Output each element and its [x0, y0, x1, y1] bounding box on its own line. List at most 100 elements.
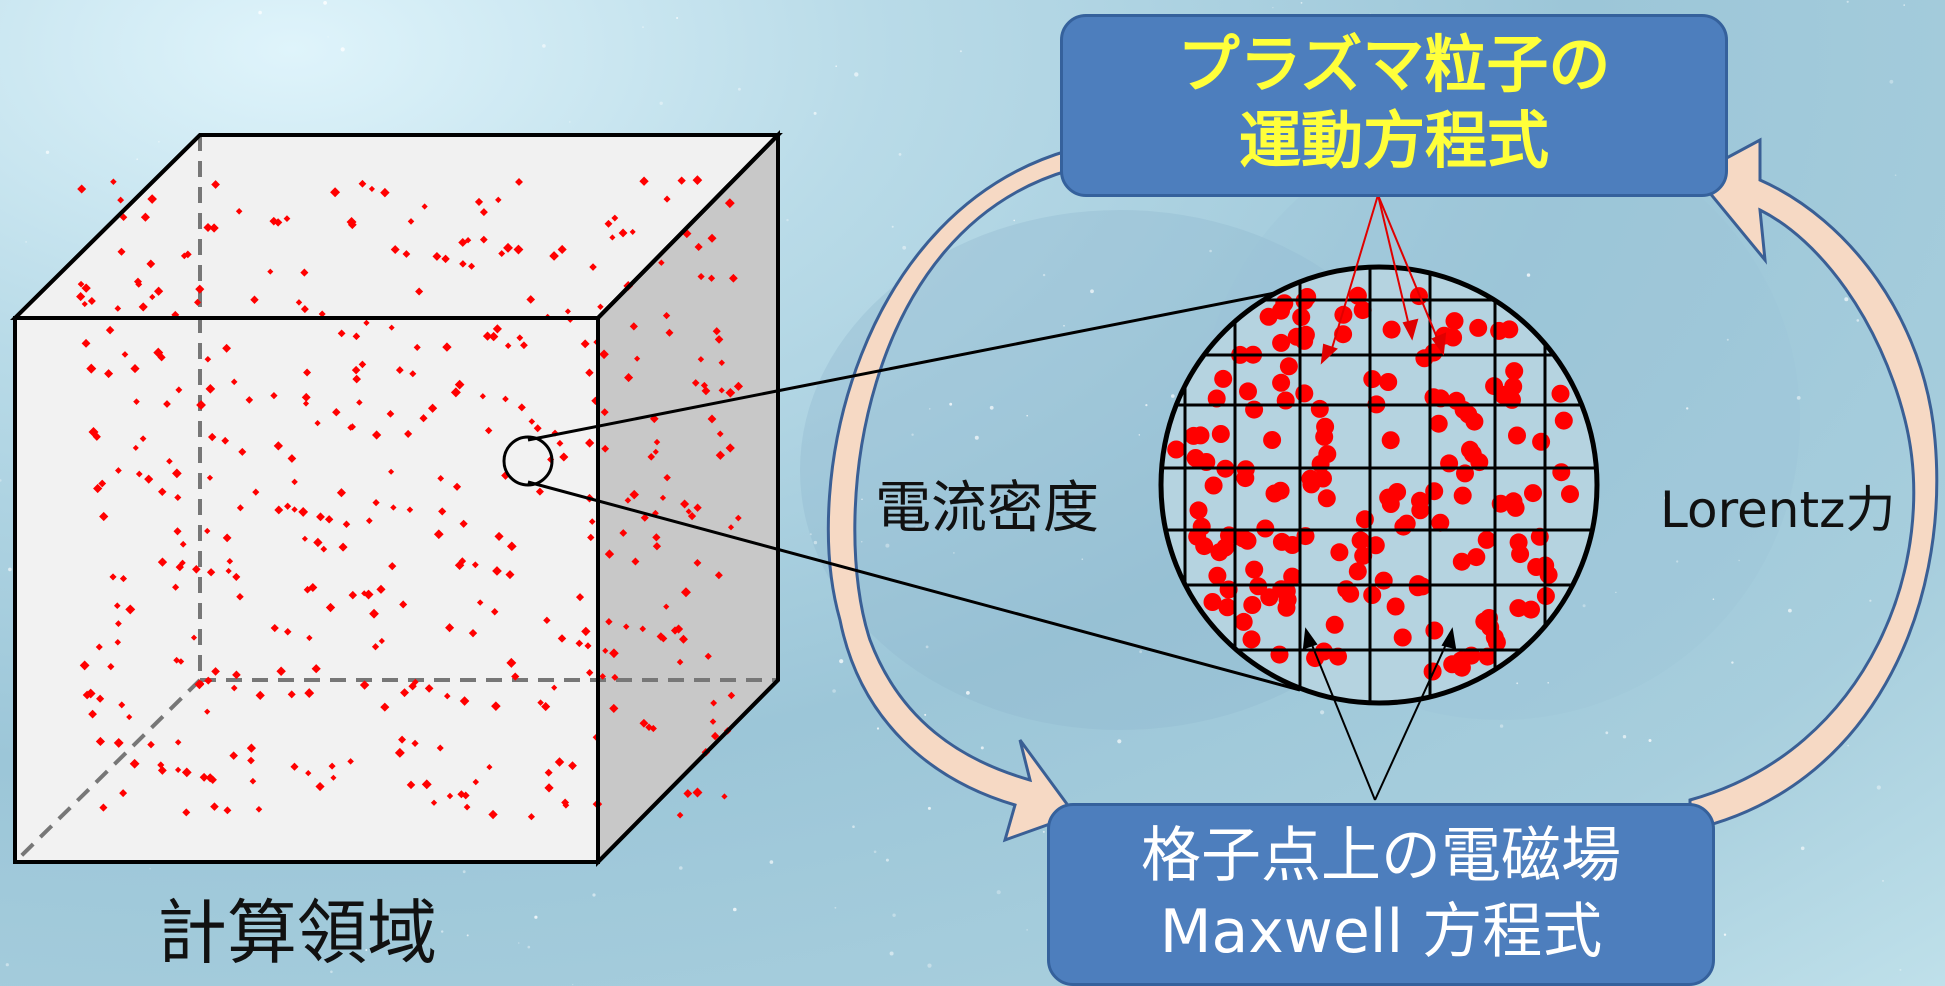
cube-particle [601, 444, 610, 453]
cube-particle [503, 242, 513, 253]
cube-particle [605, 618, 613, 626]
cube-particle [139, 435, 147, 442]
cube-particle [663, 473, 671, 482]
grid-particle [1490, 321, 1509, 340]
cube-particle [157, 766, 167, 775]
cube-particle [459, 260, 467, 268]
cube-particle [133, 398, 140, 405]
cube-particle [236, 504, 244, 512]
grid-particle [1505, 362, 1524, 381]
cube-particle [232, 670, 241, 680]
star [1800, 846, 1805, 851]
grid-particle [1461, 440, 1479, 459]
star [861, 498, 863, 500]
cube-particle [609, 648, 619, 659]
cube-particle [173, 656, 180, 664]
cube-particle [428, 403, 438, 413]
cube-particle [179, 540, 187, 548]
star [1882, 879, 1884, 882]
cube-particle [692, 175, 703, 185]
cube-particle [438, 507, 447, 516]
zoom-circle-border [1158, 264, 1600, 706]
grid-particle [1276, 391, 1295, 410]
cube-particle [676, 658, 684, 666]
cube-particle [488, 809, 498, 820]
grid-particle [1195, 537, 1214, 556]
cube-particle [687, 512, 697, 521]
cube-particle [109, 573, 117, 581]
star [885, 543, 890, 548]
zoom-source-circle [502, 435, 554, 487]
cube-particle [380, 187, 390, 198]
cube-particle [222, 533, 232, 543]
cube-particle [328, 762, 336, 770]
cube-particle [356, 399, 363, 406]
cube-particle [505, 570, 515, 580]
cube-particle [476, 599, 484, 606]
star [1846, 0, 1849, 3]
star [885, 858, 889, 862]
cube-particle [588, 518, 596, 525]
grid-particle [1431, 513, 1450, 532]
cube-particle [173, 527, 182, 536]
computational-domain-label: 計算領域 [157, 892, 437, 974]
cube-particle [394, 747, 405, 758]
cube-particle [291, 506, 298, 513]
grid-particle [1295, 384, 1314, 403]
cube-particle [144, 474, 154, 484]
star [989, 405, 994, 410]
cube-particle [93, 483, 103, 494]
cube-particle [411, 739, 419, 747]
cube-particle [192, 565, 201, 574]
cube-particle [388, 324, 395, 331]
cube-particle [175, 562, 184, 572]
star [572, 984, 574, 986]
cube-particle [180, 252, 188, 260]
cube-particle [619, 529, 628, 537]
cube-particle [342, 520, 351, 528]
field-equation-title-line1: 格子点上の電磁場 [1141, 821, 1621, 891]
cube-particle [629, 228, 636, 235]
cube-particle [115, 467, 122, 474]
grid-particle [1283, 536, 1302, 554]
cube-particle [204, 676, 213, 685]
cube-particle [199, 772, 209, 782]
star [929, 408, 931, 410]
particle-equation-box: プラズマ粒子の 運動方程式 [1060, 14, 1728, 197]
cube-particle [445, 623, 455, 633]
cube-particle [693, 503, 702, 512]
cube-particle [166, 457, 173, 465]
cube-particle [406, 780, 416, 790]
cube-particle [290, 762, 299, 771]
cube-particle [568, 761, 577, 771]
grid-particle [1459, 405, 1478, 424]
cube-particle [491, 701, 501, 711]
cube-particle [332, 407, 341, 417]
cube-particle [77, 280, 85, 288]
cube-particle [129, 758, 140, 769]
cube-particle [415, 287, 424, 296]
cube-particle [283, 627, 292, 636]
grid-particle [1469, 318, 1488, 337]
cube-particle [179, 559, 186, 567]
grid-particle [1353, 301, 1372, 320]
cube-particle [653, 438, 661, 446]
grid-particle [1443, 655, 1462, 674]
star [852, 825, 855, 828]
cube-particle [674, 624, 684, 634]
cube-particle [361, 590, 368, 597]
grid-particle [1316, 417, 1335, 436]
cube-particle [230, 684, 238, 692]
grid-particle [1511, 545, 1530, 564]
cube-particle [409, 370, 417, 378]
cube-particle [710, 731, 720, 741]
cube-particle [725, 387, 736, 398]
cube-particle [99, 803, 108, 812]
cube-particle [110, 178, 117, 185]
cube-particle [198, 680, 205, 687]
cube-particle [324, 515, 334, 524]
star [1788, 608, 1792, 613]
cube-particle [147, 740, 155, 749]
star [330, 970, 333, 974]
cube-particle [611, 214, 619, 222]
